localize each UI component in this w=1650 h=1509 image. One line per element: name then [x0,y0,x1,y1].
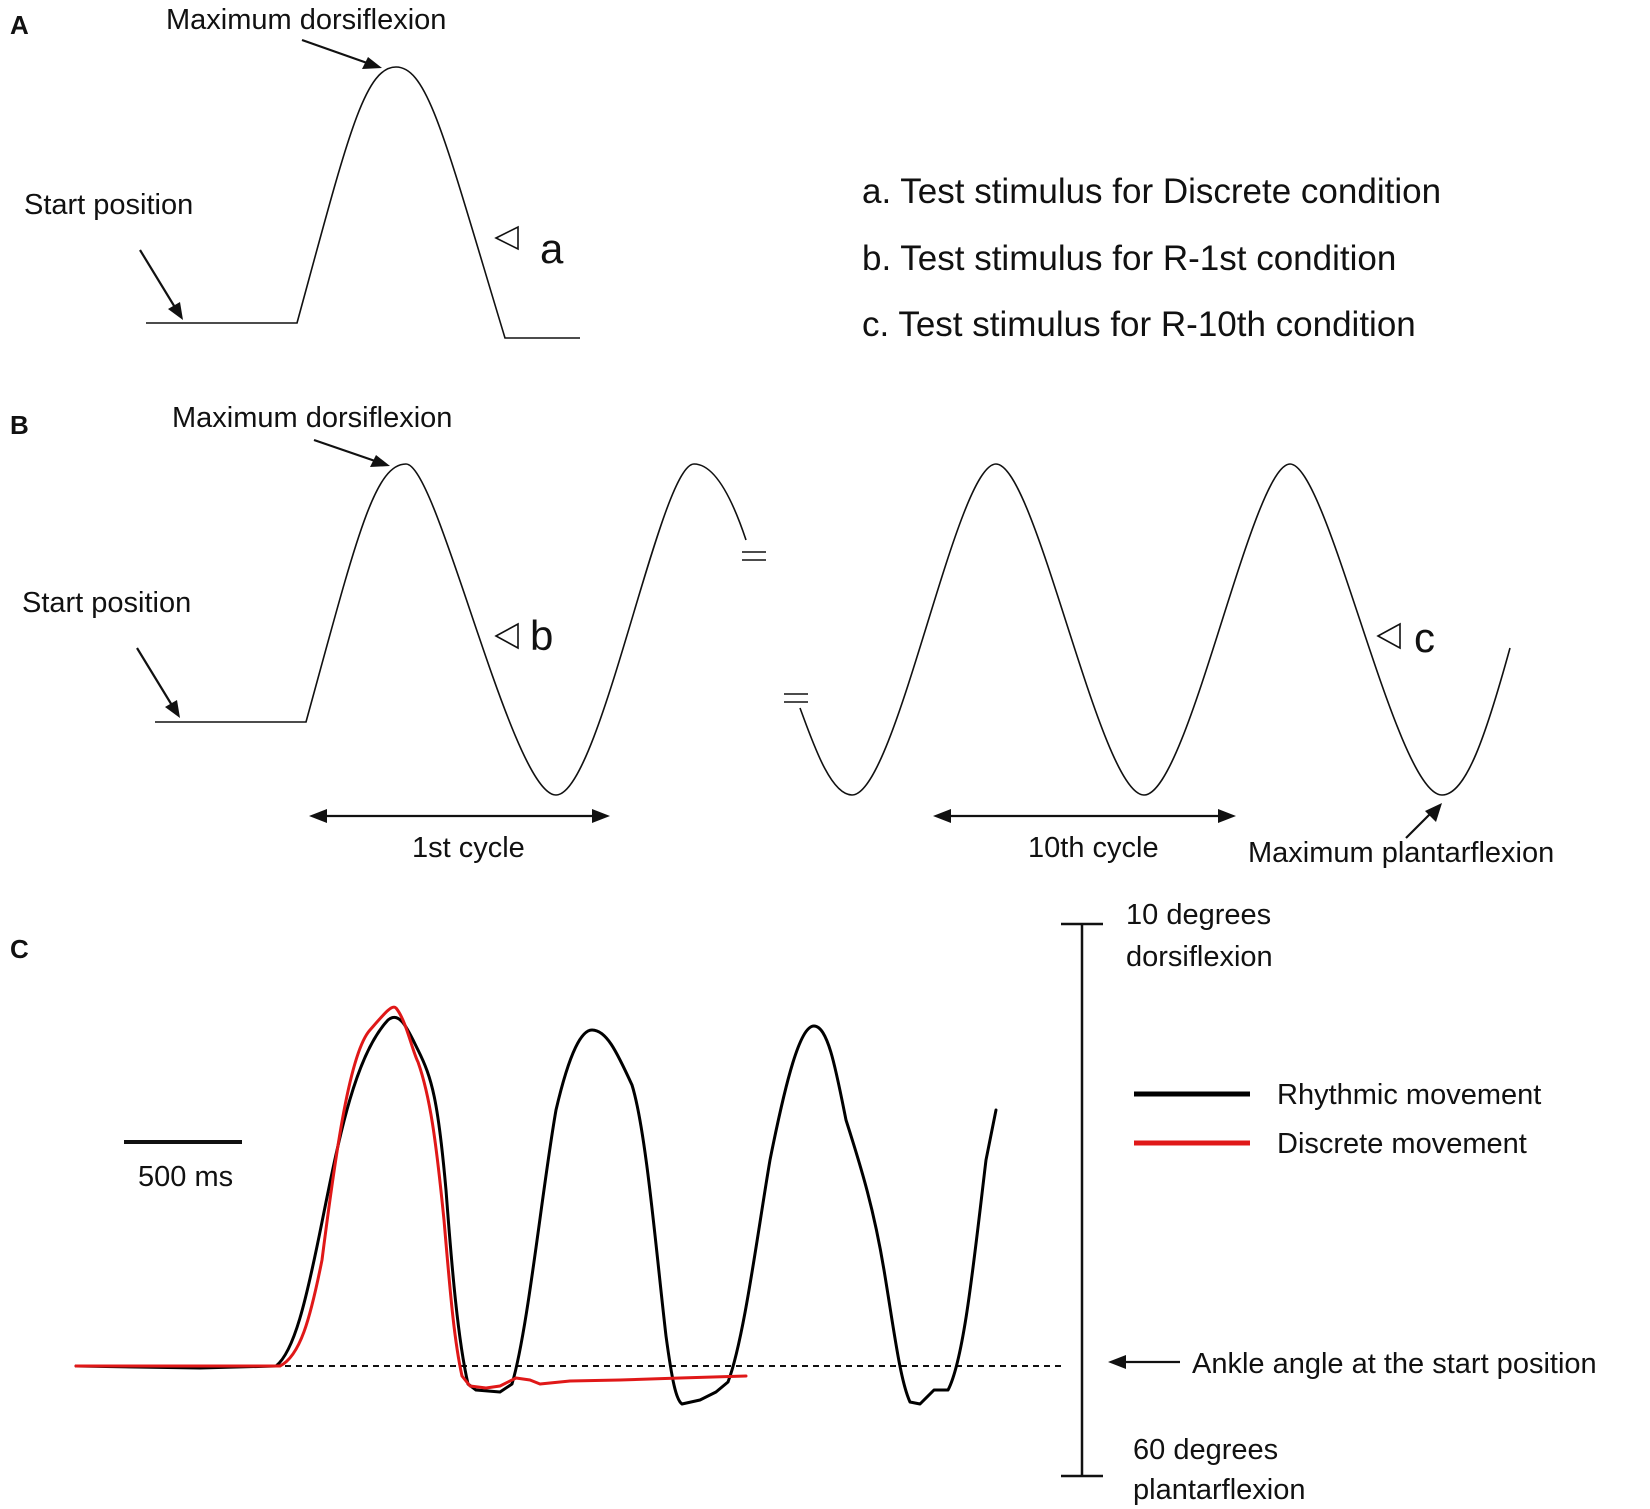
panel-b-stimulus-b-triangle-icon [494,622,519,650]
panel-b-10th-cycle-label: 10th cycle [1028,832,1159,864]
panel-b-stimulus-marker-c: c [1414,614,1435,661]
discrete-movement-trace [74,1005,748,1390]
panel-b-max-dorsiflexion-label: Maximum dorsiflexion [172,402,452,434]
panel-b-stimulus-marker-b: b [530,612,553,659]
top-angle-label-line1: 10 degrees [1126,899,1271,931]
legend-label-rhythmic: Rhythmic movement [1277,1079,1541,1111]
rhythmic-movement-trace [74,1016,998,1406]
stimulus-key-a: a. Test stimulus for Discrete condition [862,172,1441,211]
panel-letter-b: B [10,410,29,440]
panel-a-max-dorsiflexion-label: Maximum dorsiflexion [166,4,446,36]
panel-a-stimulus-triangle-icon [494,225,519,251]
panel-c: C 500 ms 10 degrees dorsiflexion 60 degr… [10,899,1597,1506]
legend-label-discrete: Discrete movement [1277,1128,1527,1160]
bottom-angle-label-line1: 60 degrees [1133,1434,1278,1466]
panel-b-arrow-start-position [136,647,180,718]
panel-a-stimulus-marker: a [540,225,564,272]
start-angle-label: Ankle angle at the start position [1192,1348,1597,1380]
top-angle-label-line2: dorsiflexion [1126,941,1273,973]
panel-b-arrow-max-plantarflexion [1405,803,1442,839]
angle-range-bar [1061,922,1103,1478]
panel-b-oscillation-second-segment [799,463,1511,796]
panel-a-arrow-start-position [139,249,183,320]
panel-a-start-position-label: Start position [24,189,193,221]
stimulus-key-c: c. Test stimulus for R-10th condition [862,305,1416,344]
panel-b-stimulus-c-triangle-icon [1376,622,1401,650]
stimulus-key: a. Test stimulus for Discrete condition … [862,172,1441,344]
time-scale-bar-label: 500 ms [138,1161,233,1193]
panel-b-1st-cycle-span [309,809,610,823]
panel-b-1st-cycle-label: 1st cycle [412,832,525,864]
bottom-angle-label-line2: plantarflexion [1133,1474,1306,1506]
panel-b-axis-break-marks [742,551,808,703]
legend: Rhythmic movement Discrete movement [1134,1079,1541,1160]
panel-b-max-plantarflexion-label: Maximum plantarflexion [1248,837,1554,869]
panel-b: B Maximum dorsiflexion Start position b … [10,402,1554,869]
panel-b-arrow-max-dorsiflexion [313,438,390,467]
panel-letter-a: A [10,10,29,40]
panel-b-oscillation-first-segment [155,463,747,796]
start-angle-arrow [1108,1355,1180,1369]
stimulus-key-b: b. Test stimulus for R-1st condition [862,239,1396,278]
panel-a-stimulus-curve [146,66,580,339]
panel-b-10th-cycle-span [933,809,1236,823]
panel-b-start-position-label: Start position [22,587,191,619]
panel-a: A Maximum dorsiflexion Start position a [10,4,580,339]
panel-letter-c: C [10,934,29,964]
panel-a-arrow-max-dorsiflexion [301,38,382,69]
